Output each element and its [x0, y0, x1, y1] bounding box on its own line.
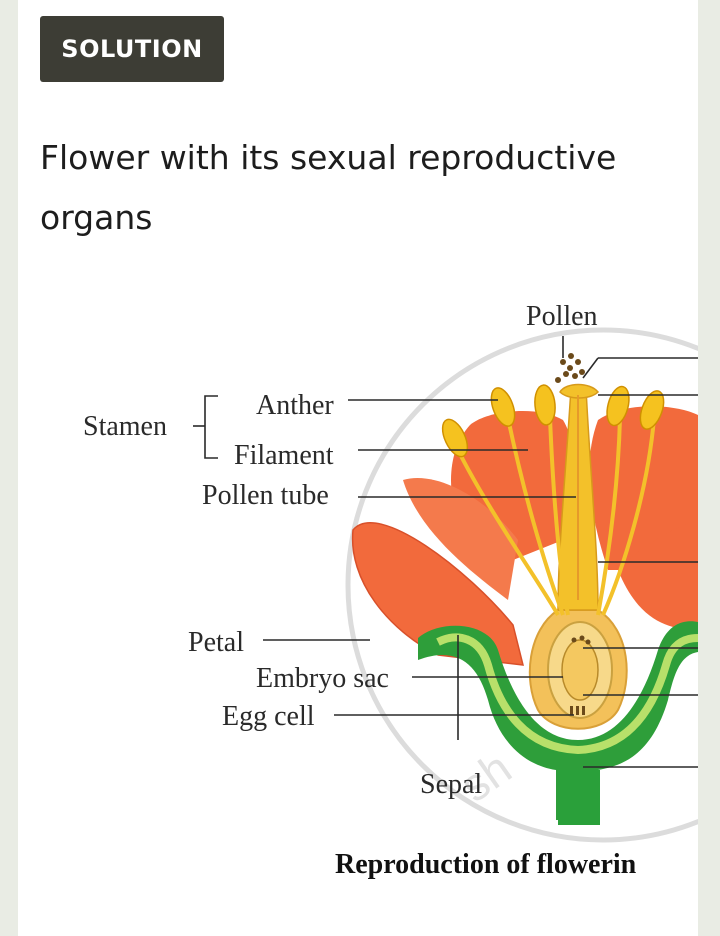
filaments: [456, 417, 656, 616]
figure-caption: Reproduction of flowerin: [335, 849, 637, 880]
right-leader-1: [582, 357, 599, 379]
stamen-bracket: [204, 395, 218, 459]
label-anther: Anther: [256, 390, 334, 421]
petal-right: [618, 520, 698, 630]
stigma: [559, 383, 600, 399]
label-pollen-tube: Pollen tube: [202, 480, 329, 511]
label-pollen: Pollen: [526, 301, 598, 332]
pollen-grains: [555, 353, 585, 383]
egg-cell-mark: [570, 706, 573, 715]
anthers: [441, 384, 665, 458]
label-petal: Petal: [188, 627, 244, 658]
label-embryo-sac: Embryo sac: [256, 663, 389, 694]
nucleus-dot: [571, 637, 577, 643]
flower-diagram: sh Pollen Stamen Anther Filament Pollen …: [83, 301, 698, 880]
watermark-circle: [345, 327, 698, 843]
nucleus-dot: [585, 639, 591, 645]
solution-badge: SOLUTION: [40, 16, 224, 82]
label-stamen: Stamen: [83, 411, 167, 442]
egg-cell-mark: [582, 706, 585, 715]
label-sepal: Sepal: [420, 769, 482, 800]
stalk: [558, 770, 600, 825]
answer-heading: Flower with its sexual reproductive orga…: [40, 138, 617, 237]
label-filament: Filament: [234, 440, 334, 471]
sepal-highlight: [436, 633, 698, 755]
embryo-sac-shape: [561, 639, 599, 701]
nucleus-dot: [579, 635, 585, 641]
petal-front-left-upper: [403, 478, 518, 600]
solution-card: SOLUTION Flower with its sexual reproduc…: [18, 0, 698, 936]
label-egg-cell: Egg cell: [222, 701, 315, 732]
egg-cell-mark: [576, 706, 579, 715]
petal-front-left: [351, 522, 524, 666]
